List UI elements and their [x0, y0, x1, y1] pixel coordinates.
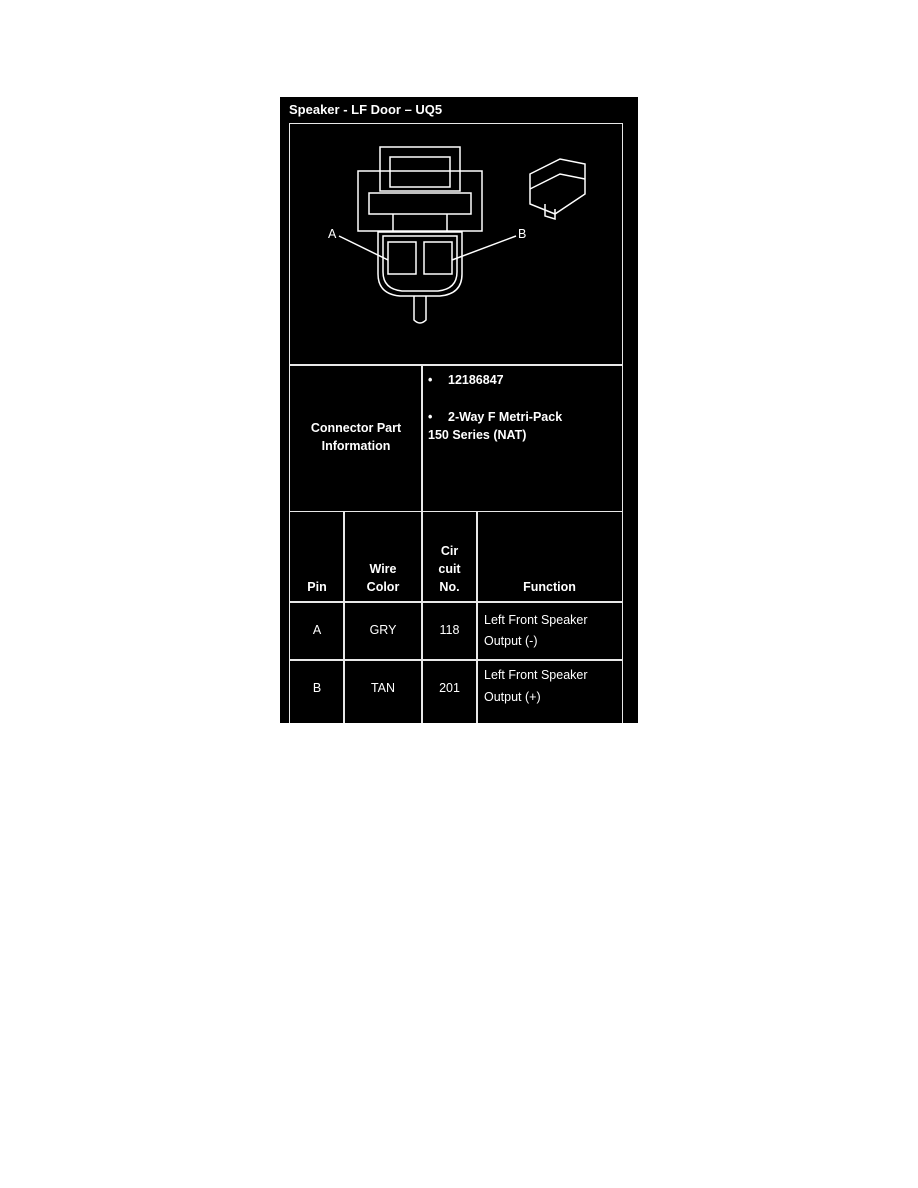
header-pin-text: Pin — [307, 580, 327, 594]
function-line2: Output (-) — [484, 634, 538, 648]
wire-color-value: GRY — [369, 623, 397, 637]
cell-pin: B — [289, 659, 345, 723]
header-function-text: Function — [523, 580, 576, 594]
diagram-cell: A B — [289, 123, 623, 366]
cell-wire-color: TAN — [343, 659, 423, 723]
header-wire-text: Wire — [369, 562, 397, 576]
header-circuit-text-2: cuit — [438, 562, 461, 576]
wire-color-value: TAN — [370, 681, 396, 695]
cell-circuit: 118 — [421, 601, 478, 661]
cell-function: Left Front Speaker Output (+) — [476, 659, 623, 723]
connector-info-value-cell: • 12186847 • 2-Way F Metri-Pack 150 Seri… — [421, 364, 623, 512]
description-line1: 2-Way F Metri-Pack — [448, 410, 563, 424]
header-function: Function — [476, 511, 623, 603]
header-wire-color: Wire Color — [343, 511, 423, 603]
circuit-value: 118 — [439, 623, 460, 637]
cell-wire-color: GRY — [343, 601, 423, 661]
bullet: • — [428, 410, 433, 424]
connector-info-label: Connector Part Information — [310, 421, 402, 453]
function-line1: Left Front Speaker — [484, 668, 588, 682]
circuit-value: 201 — [439, 681, 460, 695]
bullet: • — [428, 373, 433, 387]
cell-circuit: 201 — [421, 659, 478, 723]
header-pin: Pin — [289, 511, 345, 603]
cell-function: Left Front Speaker Output (-) — [476, 601, 623, 661]
header-color-text: Color — [366, 580, 400, 594]
figure-title: Speaker - LF Door – UQ5 — [289, 102, 443, 117]
function-line1: Left Front Speaker — [484, 613, 588, 627]
header-circuit-text-1: Cir — [440, 544, 459, 558]
header-circuit-text-3: No. — [439, 580, 460, 594]
pin-label-b: B — [518, 227, 527, 241]
pin-value: A — [312, 623, 322, 637]
connector-diagram — [338, 146, 586, 324]
connector-figure: Speaker - LF Door – UQ5 A B Connector Pa… — [280, 97, 638, 723]
pin-value: B — [312, 681, 322, 695]
function-line2: Output (+) — [484, 690, 541, 704]
connector-info-label-cell: Connector Part Information — [289, 364, 423, 512]
cell-pin: A — [289, 601, 345, 661]
pin-label-a: A — [328, 227, 337, 241]
part-number: 12186847 — [448, 373, 504, 387]
description-line2: 150 Series (NAT) — [428, 428, 527, 442]
header-circuit: Cir cuit No. — [421, 511, 478, 603]
